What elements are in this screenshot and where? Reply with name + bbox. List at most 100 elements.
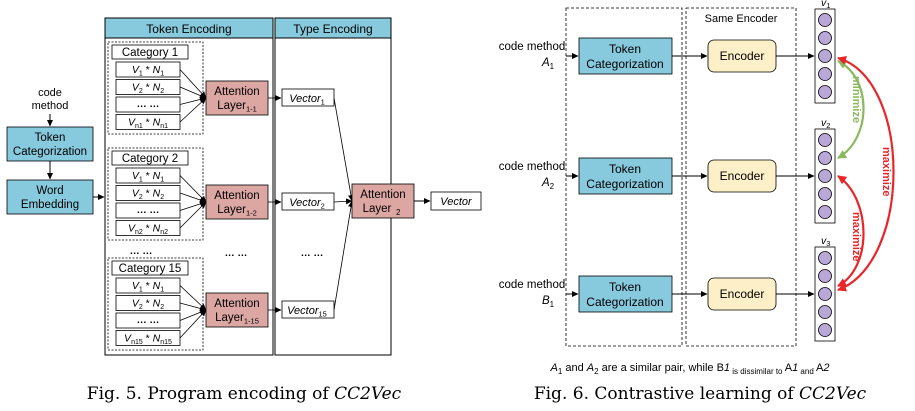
word-embedding-box <box>6 179 94 215</box>
attention-layer-box <box>205 292 269 328</box>
token-to-attention-arrow <box>179 309 207 339</box>
input-label-method: method <box>32 100 69 112</box>
attention-layer-2-sub: 2 <box>396 208 401 217</box>
code-method-id: A2 <box>541 177 555 191</box>
maximize-arrow-inner <box>837 175 865 287</box>
embedding-node <box>818 133 832 147</box>
similarity-note: A1 and A2 are a similar pair, while B1 i… <box>550 362 830 376</box>
token-row-ellipsis: … … <box>137 315 160 326</box>
embedding-node <box>818 287 832 301</box>
attention-layer-label: Attention <box>214 298 259 310</box>
ellipsis-vectors: … … <box>301 248 324 259</box>
fig6-rows: code methodA1TokenCategorizationEncoderv… <box>499 0 836 342</box>
vector-box <box>281 88 335 107</box>
attention-layer-label: Attention <box>214 86 259 98</box>
output-vector-box <box>430 191 482 211</box>
token-row-label: V2 * N2 <box>132 82 164 96</box>
maximize-label-1: maximize <box>880 147 892 197</box>
token-to-attention-arrow <box>179 302 207 312</box>
minimize-label: minimize <box>850 76 862 123</box>
token-categorization-label-1: Token <box>609 42 641 56</box>
encoder-label: Encoder <box>720 287 765 301</box>
embedding-vector-label: v3 <box>821 235 830 248</box>
embedding-node <box>818 85 832 99</box>
category-title-box <box>111 260 189 276</box>
embedding-node <box>818 187 832 201</box>
vector-label: Vector15 <box>287 305 327 319</box>
embedding-node <box>818 13 832 27</box>
attention-layer-sublabel: Layer1-2 <box>217 204 257 218</box>
category-title: Category 15 <box>119 263 182 275</box>
minimize-arrow <box>837 60 865 159</box>
vector-label: Vector1 <box>289 93 325 107</box>
code-method-id: A1 <box>541 57 555 71</box>
category-title: Category 2 <box>122 153 178 165</box>
vector-to-attention2-arrow <box>333 200 354 311</box>
token-to-attention-arrow <box>179 309 207 321</box>
token-row-label: V2 * N2 <box>132 188 164 202</box>
token-to-attention-arrow <box>179 69 207 99</box>
vector-box <box>281 192 335 211</box>
token-encoding-header-label: Token Encoding <box>146 22 231 36</box>
token-row-ellipsis: … … <box>137 205 160 216</box>
vector-label: Vector2 <box>289 197 325 211</box>
type-encoding-header <box>274 17 392 39</box>
code-method-label: code method <box>499 279 566 291</box>
attention-layer-label: Attention <box>214 190 259 202</box>
token-encoding-header <box>104 17 274 39</box>
ellipsis-attention: … … <box>225 248 248 259</box>
token-categorization-box <box>578 275 673 313</box>
embedding-node <box>818 323 832 337</box>
embedding-node <box>818 269 832 283</box>
embedding-node <box>818 151 832 165</box>
token-to-attention-arrow <box>179 175 207 203</box>
category-group: Category 2 V1 * N1 V2 * N2 … … Vn2 * Nn2 Atte… <box>107 147 353 241</box>
encoder-label: Encoder <box>720 49 765 63</box>
fig6-caption: Fig. 6. Contrastive learning of CC2Vec <box>534 384 867 404</box>
token-to-attention-arrow <box>179 192 207 203</box>
category-title: Category 1 <box>122 47 178 59</box>
embedding-node <box>818 251 832 265</box>
token-row-label: V2 * N2 <box>132 298 164 312</box>
token-row-label: Vn2 * Nn2 <box>128 223 168 237</box>
vector-to-attention2-arrow <box>333 97 354 202</box>
attention-layer-sublabel: Layer1-1 <box>217 100 257 114</box>
word-embedding-label-1: Word <box>36 185 63 197</box>
fig5-diagram: code method Token Categorization Word Em… <box>6 17 482 404</box>
token-categorization-label-1: Token <box>609 162 641 176</box>
embedding-node <box>818 205 832 219</box>
token-to-attention-arrow <box>179 201 207 229</box>
category-dashed-box <box>107 147 204 241</box>
attention-layer-box <box>205 80 269 116</box>
token-categorization-label-1: Token <box>35 132 66 144</box>
fig5-caption: Fig. 5. Program encoding of CC2Vec <box>87 384 402 404</box>
token-to-attention-arrow <box>179 97 207 123</box>
fig6-row: code methodA1TokenCategorizationEncoderv… <box>499 0 836 104</box>
fig6-diagram: Same Encoder code methodA1TokenCategoriz… <box>499 0 895 404</box>
token-categorization-label-1: Token <box>609 280 641 294</box>
attention-layer-sublabel: Layer1-15 <box>215 312 259 326</box>
code-method-label: code method <box>499 161 566 173</box>
token-to-attention-arrow <box>179 86 207 99</box>
embedding-node <box>818 67 832 81</box>
embedding-node <box>818 305 832 319</box>
category-title-box <box>111 150 189 166</box>
same-encoder-label: Same Encoder <box>705 13 778 25</box>
token-row-label: Vn15 * Nn15 <box>124 333 172 347</box>
type-encoding-header-label: Type Encoding <box>293 22 372 36</box>
token-categorization-label-2: Categorization <box>586 57 663 71</box>
fig6-row: code methodA2TokenCategorizationEncoderv… <box>499 117 836 224</box>
token-categorization-label-2: Categorization <box>586 295 663 309</box>
code-method-id: B1 <box>542 295 555 309</box>
token-row-label: V1 * N1 <box>132 64 164 78</box>
category-dashed-box <box>107 41 204 135</box>
embedding-vector-label: v1 <box>821 0 830 10</box>
input-label-code: code <box>38 87 62 99</box>
token-row-label: V1 * N1 <box>132 170 164 184</box>
maximize-label-2: maximize <box>850 212 862 262</box>
